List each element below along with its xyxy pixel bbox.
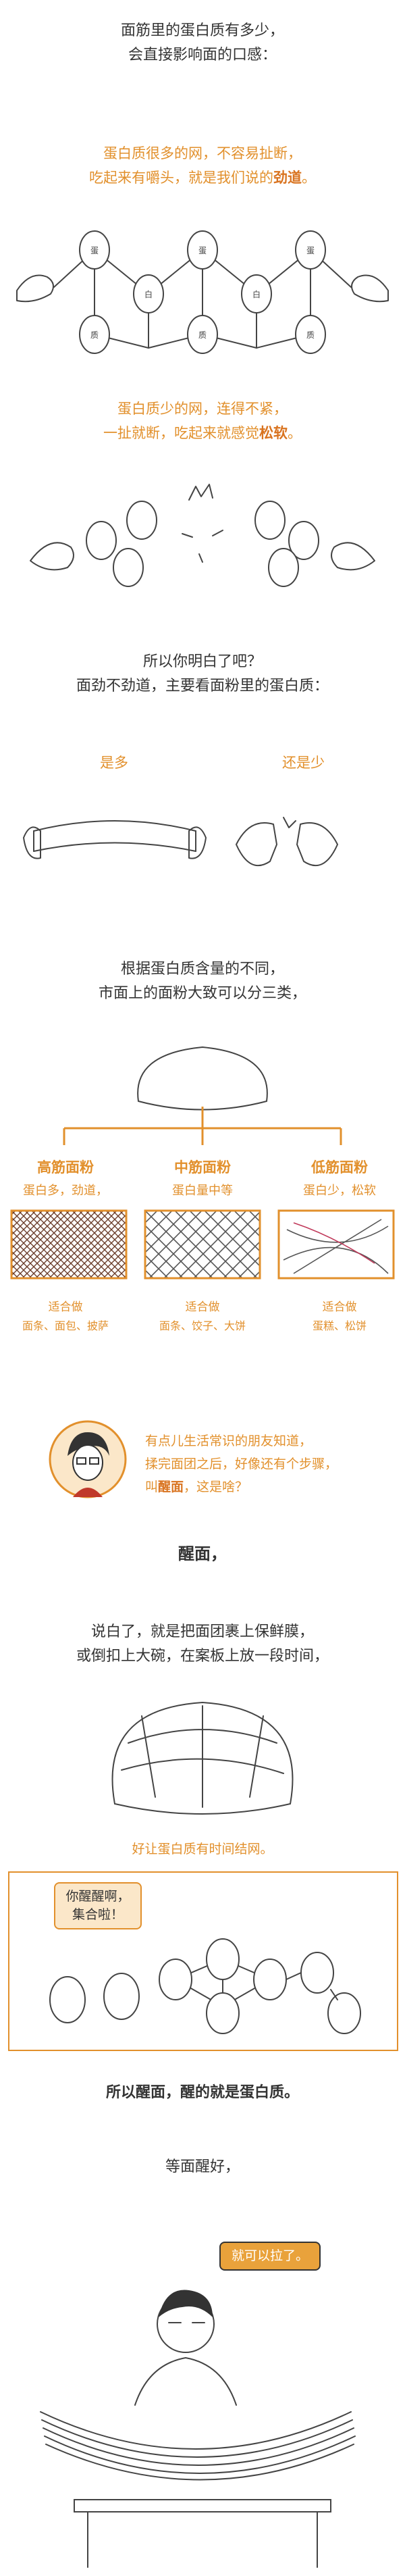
classify-line-1: 根据蛋白质含量的不同， xyxy=(120,961,284,978)
noodle-pull-illustration xyxy=(40,2290,356,2568)
understand-line-2: 面劲不劲道，主要看面粉里的蛋白质： xyxy=(76,678,329,694)
gather-proteins-illustration xyxy=(49,1938,361,2034)
flour-high: 高筋面粉 蛋白多，劲道， xyxy=(23,1159,108,1198)
bubble-pull: 就可以拉了。 xyxy=(219,2242,321,2271)
mesh-medium xyxy=(144,1209,261,1280)
conclusion: 所以醒面，醒的就是蛋白质。 xyxy=(105,2084,299,2101)
emph-jindao: 劲道 xyxy=(273,170,302,186)
mesh-low xyxy=(277,1209,395,1280)
svg-text:蛋: 蛋 xyxy=(198,246,207,255)
dough-stretch-compare xyxy=(23,817,338,867)
gather-scene-frame xyxy=(8,1871,398,2051)
flour-tree xyxy=(63,1046,342,1145)
weak-net-line-1: 蛋白质少的网，连得不紧， xyxy=(117,401,288,417)
mesh-high xyxy=(10,1209,128,1280)
covered-dough-illustration xyxy=(111,1701,294,1815)
wake-explain-line-1: 说白了，就是把面团裹上保鲜膜， xyxy=(90,1623,314,1640)
understand-line-1: 所以你明白了吧？ xyxy=(142,653,262,670)
flour-medium: 中筋面粉 蛋白量中等 xyxy=(172,1159,233,1198)
svg-text:质: 质 xyxy=(198,330,207,340)
weak-net-line-2: 一扯就断，吃起来就感觉松软。 xyxy=(103,425,302,441)
svg-text:质: 质 xyxy=(90,330,99,340)
strong-net-line-1: 蛋白质很多的网，不容易扯断， xyxy=(103,145,302,161)
emph-xingmian: 醒面 xyxy=(158,1480,184,1494)
flour-low: 低筋面粉 蛋白少，松软 xyxy=(303,1159,376,1198)
wake-explain-line-2: 或倒扣上大碗，在案板上放一段时间， xyxy=(76,1648,329,1665)
intro-line-2: 会直接影响面的口感： xyxy=(128,47,277,64)
avatar xyxy=(49,1420,127,1498)
protein-net-illustration: 蛋 蛋 蛋 白 白 质 质 质 xyxy=(16,230,389,354)
gluten-mesh-boxes xyxy=(10,1209,395,1280)
intro-line-1: 面筋里的蛋白质有多少， xyxy=(120,22,284,39)
svg-text:白: 白 xyxy=(252,289,261,299)
classify-line-2: 市面上的面粉大致可以分三类， xyxy=(98,985,306,1002)
flour-high-uses: 适合做 面条、面包、披萨 xyxy=(22,1300,109,1332)
broken-net-illustration xyxy=(30,484,375,587)
strong-net-line-2: 吃起来有嚼头，就是我们说的劲道。 xyxy=(89,170,316,186)
svg-text:质: 质 xyxy=(306,330,315,340)
bubble-wake-up: 你醒醒啊， 集合啦！ xyxy=(54,1882,142,1929)
protein-character-group: 蛋 蛋 蛋 白 白 质 质 质 xyxy=(79,230,326,354)
wait-text: 等面醒好， xyxy=(165,2158,240,2175)
compare-label-more: 是多 xyxy=(100,755,128,771)
wake-goal: 好让蛋白质有时间结网。 xyxy=(132,1842,273,1857)
flour-medium-uses: 适合做 面条、饺子、大饼 xyxy=(159,1300,246,1332)
emph-songruan: 松软 xyxy=(259,425,288,441)
compare-label-less: 还是少 xyxy=(282,755,325,771)
wake-title: 醒面， xyxy=(178,1544,227,1563)
svg-text:蛋: 蛋 xyxy=(90,246,99,255)
question-text: 有点儿生活常识的朋友知道， 揉完面团之后，好像还有个步骤， 叫醒面，这是啥？ xyxy=(145,1434,338,1494)
flour-low-uses: 适合做 蛋糕、松饼 xyxy=(312,1300,367,1332)
svg-text:蛋: 蛋 xyxy=(306,246,315,255)
svg-text:白: 白 xyxy=(144,289,153,299)
flour-pile-icon xyxy=(137,1046,268,1111)
